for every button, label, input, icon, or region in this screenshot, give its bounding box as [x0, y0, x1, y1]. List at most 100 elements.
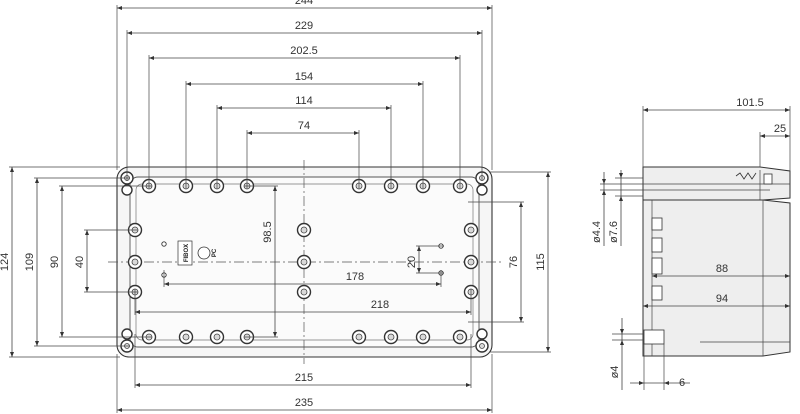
dimension-arrow — [135, 310, 140, 314]
dimension-arrow — [546, 347, 550, 352]
dimension-arrow — [10, 167, 14, 172]
dimension-label: 20 — [406, 256, 418, 268]
dimension-arrow — [354, 131, 359, 135]
dimension-label: ø4 — [609, 366, 621, 379]
dimension-arrow — [643, 108, 648, 112]
screw-hole-core — [300, 288, 308, 296]
dimension-arrow — [466, 310, 471, 314]
screw-hole-core — [182, 333, 190, 341]
screw-hole-core — [300, 258, 308, 266]
dimension-arrow — [418, 82, 423, 86]
side-view — [642, 166, 791, 357]
dimension-label: 124 — [0, 253, 11, 271]
dimension-label: 40 — [74, 256, 86, 268]
dimension-arrow — [620, 340, 624, 345]
dimension-arrow — [619, 196, 623, 201]
screw-hole-core — [467, 258, 475, 266]
screw-hole-core — [456, 333, 464, 341]
dimension-arrow — [477, 31, 482, 35]
logo-brand: FIBOX — [184, 244, 190, 262]
dimension-arrow — [643, 304, 648, 308]
dimension-arrow — [85, 230, 89, 235]
screw-hole-core — [300, 226, 308, 234]
dimension-label: 25 — [774, 123, 786, 135]
dimension-label: 115 — [535, 253, 547, 271]
dimension-arrow — [35, 178, 39, 183]
dimension-arrow — [60, 186, 64, 191]
dimension-arrow — [35, 341, 39, 346]
dimension-arrow — [127, 31, 132, 35]
dimension-label: 202.5 — [290, 45, 318, 57]
dimension-arrow — [186, 82, 191, 86]
dimension-arrow — [436, 282, 441, 286]
dimension-arrow — [519, 317, 523, 322]
dimension-arrow — [620, 329, 624, 334]
dimension-label: ø4.4 — [591, 221, 603, 243]
dimension-label: 76 — [508, 256, 520, 268]
base-profile — [642, 199, 791, 357]
dimension-label: 244 — [295, 0, 313, 7]
dimension-label: 235 — [295, 397, 313, 409]
screw-hole-core — [355, 333, 363, 341]
brand-logo: FIBOX — [177, 240, 193, 266]
dimension-arrow — [117, 408, 122, 412]
dimension-arrow — [417, 246, 421, 251]
dimension-arrow — [785, 274, 790, 278]
side-dimensions: 101.5 25 ø4.4 ø7.6 88 94 ø4 6 — [591, 97, 791, 390]
dimension-arrow — [273, 186, 277, 191]
dimension-arrow — [785, 134, 790, 138]
dimension-arrow — [417, 268, 421, 273]
screw-hole-core — [419, 333, 427, 341]
dimension-arrow — [247, 131, 252, 135]
dimension-arrow — [85, 287, 89, 292]
dimension-label: ø7.6 — [608, 221, 620, 243]
dimension-label: 90 — [49, 256, 61, 268]
dimension-label: 218 — [371, 299, 389, 311]
dimension-arrow — [639, 381, 644, 385]
dimension-label: 88 — [716, 263, 728, 275]
dimension-arrow — [149, 56, 154, 60]
front-view: FIBOX PC — [108, 160, 502, 364]
screw-holes — [127, 178, 479, 345]
dimension-label: 215 — [295, 372, 313, 384]
pin — [161, 241, 167, 247]
dimension-arrow — [10, 352, 14, 357]
dimension-arrow — [519, 202, 523, 207]
dimension-arrow — [487, 408, 492, 412]
dimension-arrow — [487, 6, 492, 10]
dimension-arrow — [60, 332, 64, 337]
dimension-arrow — [664, 381, 669, 385]
dimension-arrow — [117, 6, 122, 10]
dimension-label: 114 — [295, 95, 313, 107]
dimension-arrow — [455, 56, 460, 60]
dimension-arrow — [386, 106, 391, 110]
lid-hinge-detail — [735, 172, 773, 185]
dimension-arrow — [546, 172, 550, 177]
dimension-label: 6 — [679, 377, 685, 389]
dimension-label: 94 — [716, 293, 728, 305]
dimension-arrow — [652, 274, 657, 278]
screw-hole-core — [131, 258, 139, 266]
screw-hole-core — [213, 333, 221, 341]
dimension-arrow — [273, 332, 277, 337]
logo-text: PC — [212, 248, 218, 257]
dimension-label: 74 — [298, 120, 310, 132]
dimension-label: 109 — [24, 253, 36, 271]
dimension-arrow — [164, 282, 169, 286]
dimension-arrow — [619, 173, 623, 178]
dimension-arrow — [785, 304, 790, 308]
dimension-arrow — [602, 190, 606, 195]
dimension-label: 229 — [295, 20, 313, 32]
dimension-arrow — [466, 383, 471, 387]
dimension-label: 101.5 — [736, 97, 764, 109]
logo-badge: PC — [197, 246, 218, 260]
dimension-arrow — [602, 179, 606, 184]
screw-hole-core — [467, 226, 475, 234]
screw-hole-core — [387, 333, 395, 341]
dimension-arrow — [760, 134, 765, 138]
dimension-label: 178 — [346, 271, 364, 283]
dimension-arrow — [785, 108, 790, 112]
